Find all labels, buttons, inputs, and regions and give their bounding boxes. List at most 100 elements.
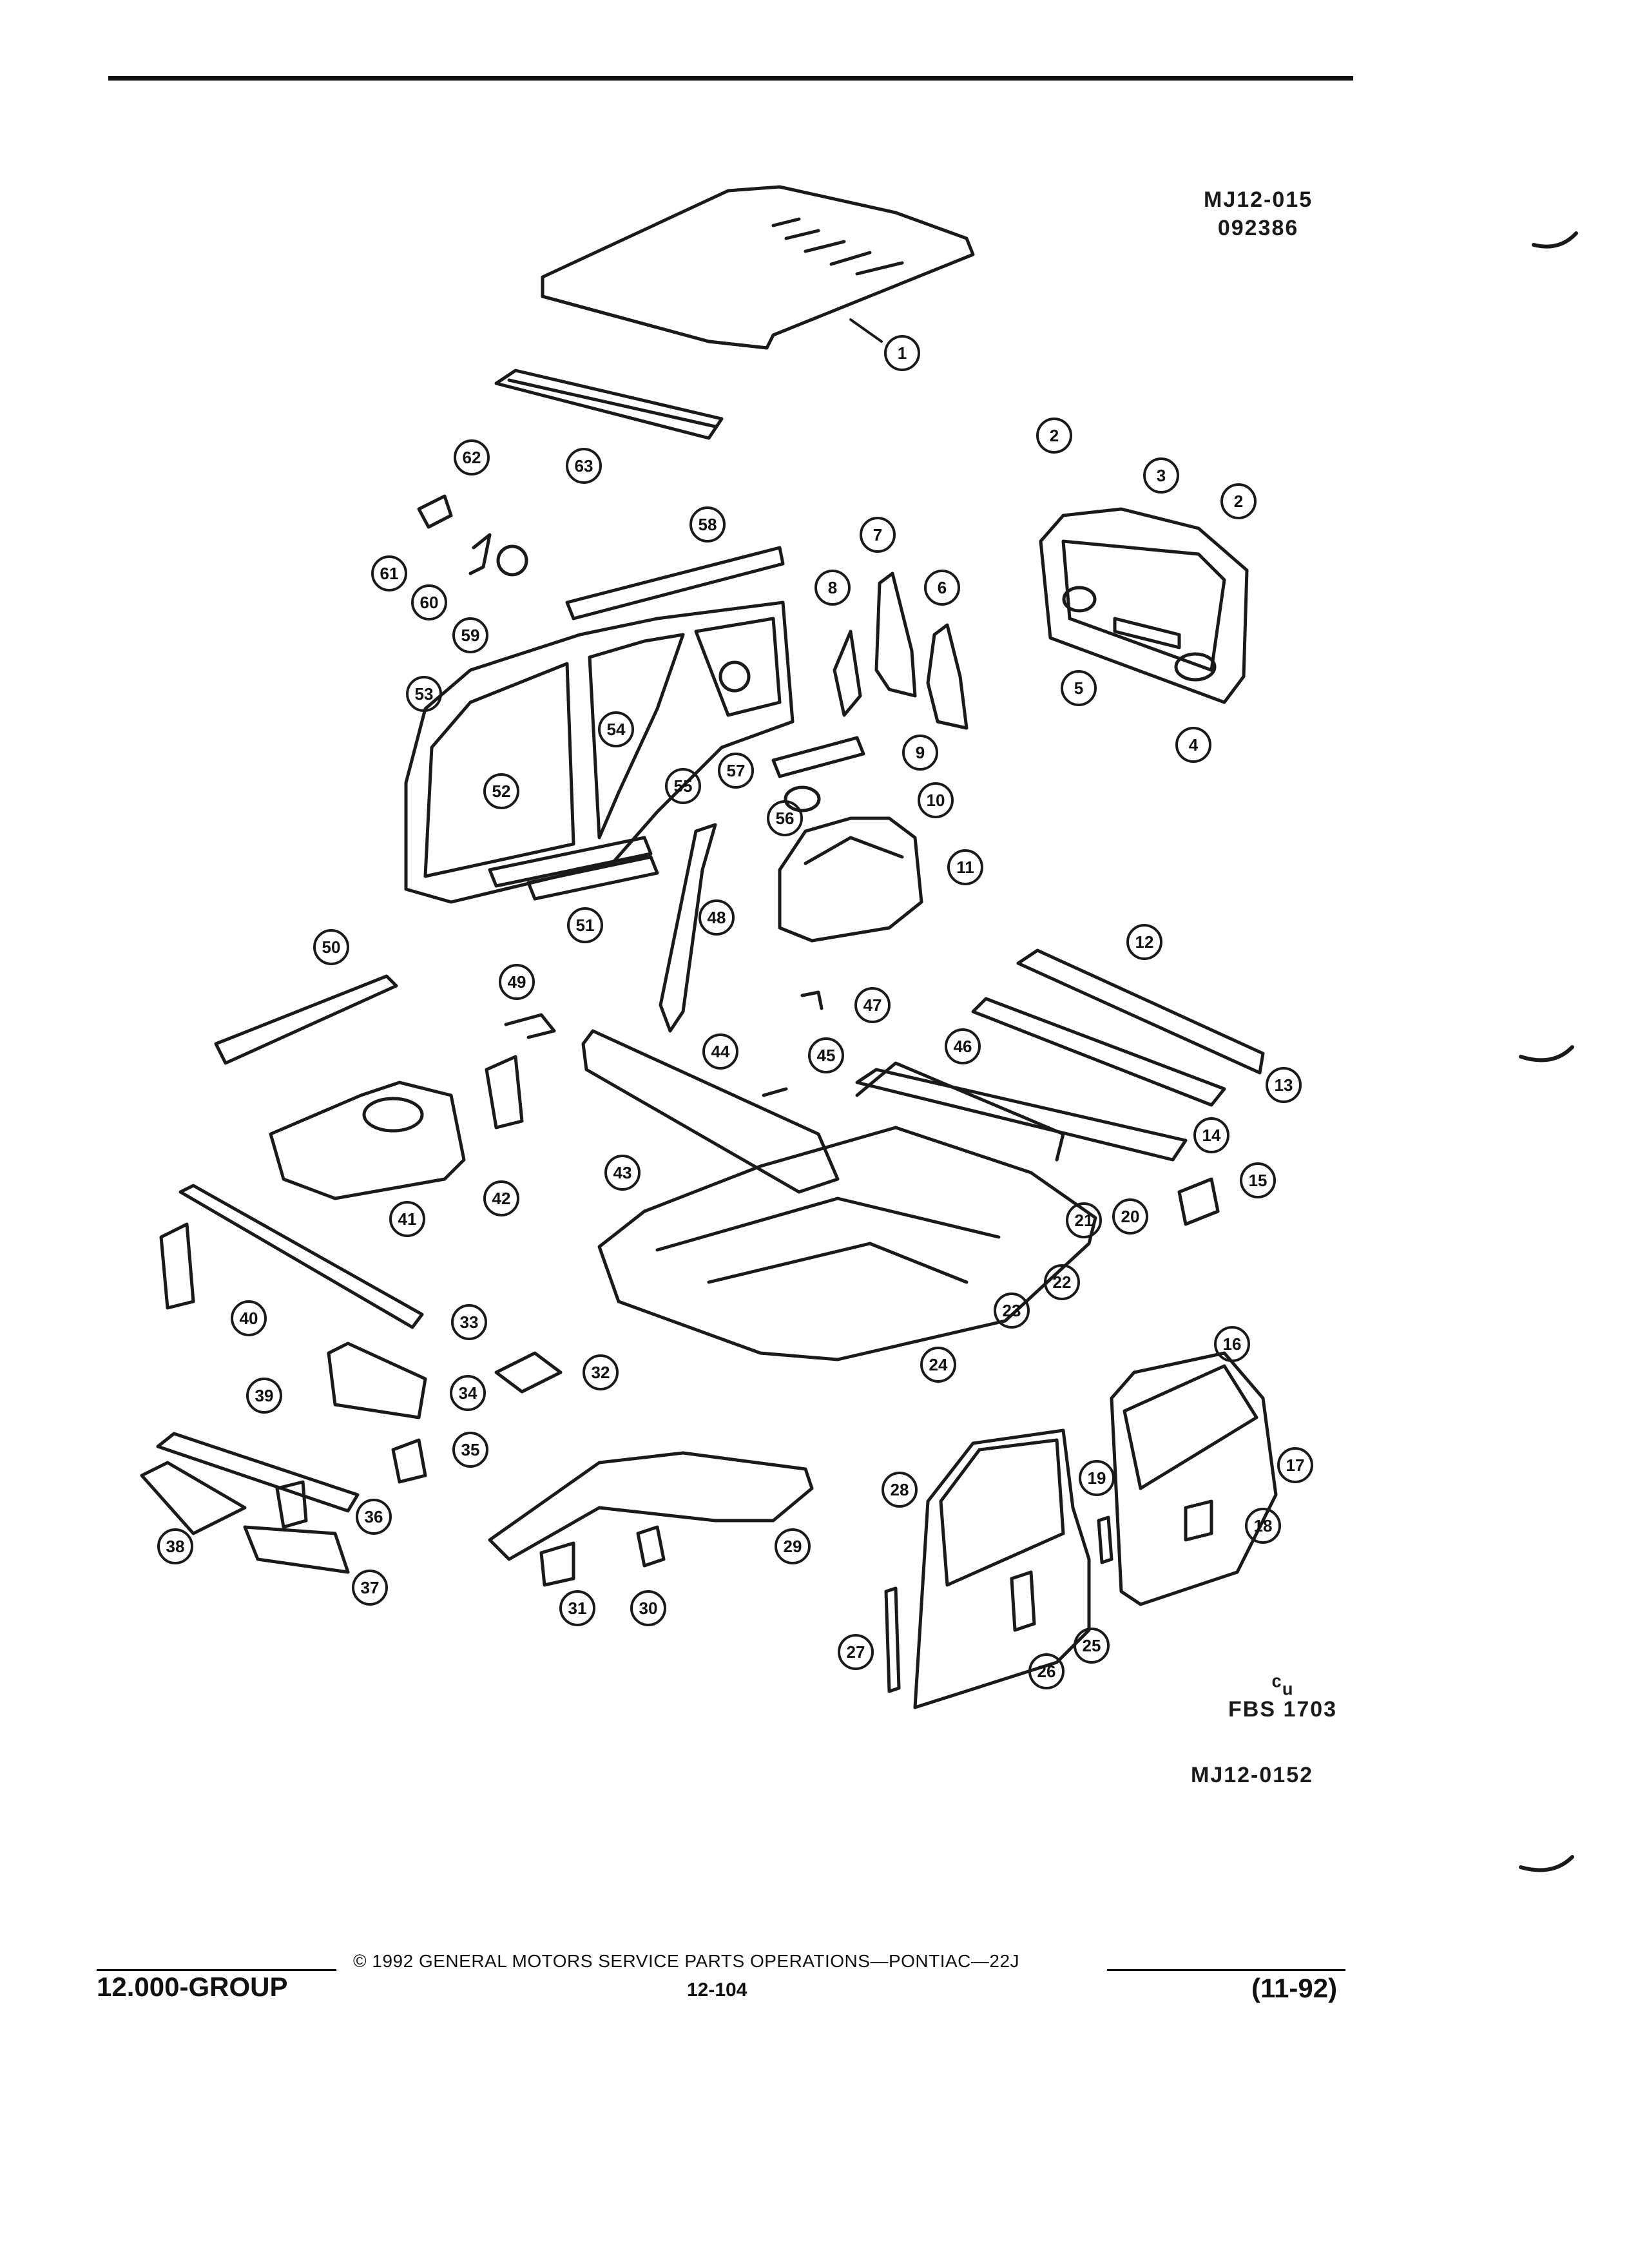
callout-number-31: 31 bbox=[568, 1599, 587, 1618]
callout-number-21: 21 bbox=[1075, 1211, 1094, 1230]
callout-2a bbox=[1036, 418, 1072, 454]
front-lower-panels bbox=[140, 1432, 360, 1574]
callout-number-43: 43 bbox=[613, 1163, 632, 1182]
callout-number-15: 15 bbox=[1249, 1171, 1268, 1190]
callout-60 bbox=[411, 584, 447, 620]
reinforcement bbox=[1177, 1177, 1220, 1226]
rear-end-panels bbox=[855, 948, 1265, 1162]
callout-7 bbox=[860, 517, 896, 553]
callout-44 bbox=[702, 1033, 738, 1070]
callout-number-20: 20 bbox=[1121, 1207, 1140, 1226]
rocker-panel bbox=[526, 855, 659, 901]
callout-28 bbox=[882, 1472, 918, 1508]
callout-number-34: 34 bbox=[459, 1383, 477, 1403]
callout-number-57: 57 bbox=[727, 761, 746, 780]
callout-37 bbox=[352, 1570, 388, 1606]
front-frame-rail bbox=[488, 1451, 814, 1561]
body-side-panel bbox=[404, 601, 795, 904]
footer-rule-left bbox=[97, 1969, 336, 1971]
callout-number-28: 28 bbox=[891, 1480, 909, 1499]
callout-26 bbox=[1028, 1653, 1065, 1689]
callout-number-48: 48 bbox=[708, 908, 726, 927]
callout-12 bbox=[1126, 924, 1162, 960]
callout-8 bbox=[815, 570, 851, 606]
callout-46 bbox=[945, 1028, 981, 1064]
callout-number-4: 4 bbox=[1189, 735, 1199, 754]
footer-page-number: 12-104 bbox=[687, 1979, 747, 2001]
callout-number-13: 13 bbox=[1275, 1075, 1293, 1095]
callout-45 bbox=[808, 1037, 844, 1073]
footer-copyright: © 1992 GENERAL MOTORS SERVICE PARTS OPER… bbox=[353, 1951, 1020, 1971]
bolt bbox=[762, 1087, 788, 1097]
callout-36 bbox=[356, 1499, 392, 1535]
callout-27 bbox=[838, 1634, 874, 1670]
figure-code-top-line2: 092386 bbox=[1217, 216, 1299, 240]
callout-23 bbox=[994, 1293, 1030, 1329]
callout-14 bbox=[1193, 1117, 1229, 1153]
battery-tray bbox=[494, 1351, 563, 1394]
callout-10 bbox=[918, 782, 954, 818]
callout-number-2a: 2 bbox=[1050, 426, 1059, 445]
callout-number-6: 6 bbox=[938, 578, 947, 597]
front-door bbox=[913, 1428, 1091, 1709]
callout-4 bbox=[1175, 727, 1211, 763]
callout-52 bbox=[483, 773, 519, 809]
callout-number-53: 53 bbox=[415, 684, 434, 704]
callout-number-14: 14 bbox=[1202, 1126, 1221, 1145]
callout-47 bbox=[854, 987, 891, 1023]
callout-35 bbox=[452, 1432, 488, 1468]
callout-15 bbox=[1240, 1162, 1276, 1198]
roof-panel bbox=[541, 185, 975, 350]
callout-number-59: 59 bbox=[461, 626, 480, 645]
callout-number-10: 10 bbox=[927, 791, 945, 810]
figure-code-top-line1: MJ12-015 bbox=[1204, 187, 1313, 212]
roof-bow bbox=[494, 369, 724, 440]
callout-number-55: 55 bbox=[674, 776, 693, 796]
callout-40 bbox=[231, 1300, 267, 1336]
callout-22 bbox=[1044, 1264, 1080, 1300]
callout-number-22: 22 bbox=[1053, 1273, 1072, 1292]
callout-39 bbox=[246, 1378, 282, 1414]
callout-41 bbox=[389, 1201, 425, 1237]
rail-bracket bbox=[636, 1525, 666, 1568]
callout-number-45: 45 bbox=[817, 1046, 836, 1065]
callout-19 bbox=[1079, 1460, 1115, 1496]
footer-date: (11-92) bbox=[1251, 1973, 1338, 2003]
dash-panel bbox=[581, 1029, 840, 1194]
callout-2b bbox=[1220, 483, 1257, 519]
callout-number-38: 38 bbox=[166, 1537, 185, 1556]
callout-number-25: 25 bbox=[1083, 1636, 1101, 1655]
callout-number-32: 32 bbox=[592, 1363, 610, 1382]
mount-bracket bbox=[391, 1438, 427, 1484]
rear-wheelhouse bbox=[778, 816, 923, 943]
callout-58 bbox=[689, 506, 726, 543]
figure-code-top: MJ12-015 092386 bbox=[1204, 186, 1313, 242]
callout-number-11: 11 bbox=[956, 858, 974, 877]
callout-number-47: 47 bbox=[863, 995, 882, 1015]
callout-1 bbox=[849, 318, 920, 371]
callout-number-30: 30 bbox=[639, 1599, 658, 1618]
callout-54 bbox=[598, 711, 634, 747]
callout-number-63: 63 bbox=[575, 456, 593, 476]
callout-16 bbox=[1214, 1326, 1250, 1362]
callout-number-3: 3 bbox=[1157, 466, 1166, 485]
callout-57 bbox=[718, 753, 754, 789]
callout-55 bbox=[665, 768, 701, 804]
callout-30 bbox=[630, 1590, 666, 1626]
footer-group: 12.000-GROUP bbox=[97, 1972, 288, 2002]
callout-53 bbox=[406, 676, 442, 712]
callout-number-5: 5 bbox=[1074, 678, 1083, 698]
callout-49 bbox=[499, 964, 535, 1000]
rail-extension bbox=[539, 1541, 575, 1587]
callout-number-56: 56 bbox=[776, 809, 795, 828]
cowl-rail bbox=[214, 974, 398, 1065]
callout-38 bbox=[157, 1528, 193, 1564]
callout-number-54: 54 bbox=[607, 720, 626, 739]
roof-rail bbox=[565, 546, 785, 620]
small-fasteners-upper-left bbox=[417, 494, 528, 577]
callout-number-51: 51 bbox=[576, 916, 595, 935]
callout-13 bbox=[1266, 1067, 1302, 1103]
callout-32 bbox=[583, 1354, 619, 1390]
callout-59 bbox=[452, 617, 488, 653]
